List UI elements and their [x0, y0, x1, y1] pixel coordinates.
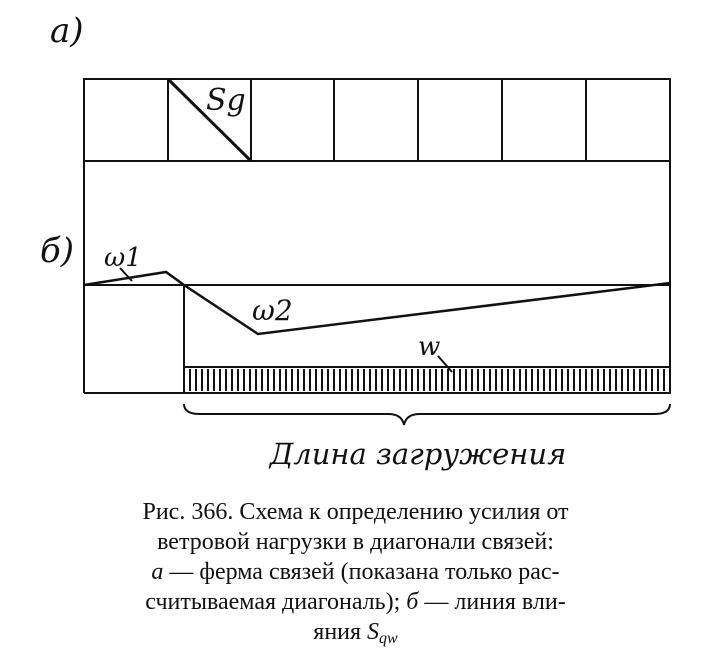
- caption-line-4-tail: — линия вли-: [418, 589, 566, 615]
- omega1-pointer: [119, 267, 133, 282]
- caption-subscript: qw: [379, 630, 398, 647]
- caption-line-5-text: яния: [313, 619, 368, 645]
- load-hatching: [189, 369, 665, 391]
- truss-diagonal: [166, 77, 253, 163]
- load-pointer: [437, 355, 453, 373]
- caption-line-3-text: — ферма связей (показана только рас-: [163, 559, 560, 585]
- panel-b-label: б): [40, 231, 74, 271]
- load-strip: [183, 366, 671, 394]
- truss-top-chord: [83, 78, 671, 162]
- caption-b-letter: б: [406, 589, 419, 615]
- caption-line-2: ветровой нагрузки в диагонали связей:: [157, 529, 554, 555]
- caption-line-4-text: считываемая диагональ);: [145, 589, 407, 615]
- caption-S-symbol: S: [367, 619, 380, 645]
- truss-panel: [83, 77, 671, 394]
- omega1-label: ω1: [104, 243, 142, 273]
- omega2-label: ω2: [252, 294, 293, 327]
- diagonal-label: Sg: [206, 83, 246, 118]
- caption-line-4: считываемая диагональ); б — линия вли-: [0, 587, 711, 617]
- length-label: Длина загружения: [268, 437, 567, 471]
- length-brace: [183, 403, 671, 426]
- caption-line-3: а — ферма связей (показана только рас-: [0, 557, 711, 587]
- wind-load: [183, 355, 671, 394]
- influence-line: [83, 270, 671, 336]
- figure-caption: Рис. 366. Схема к определению усилия от …: [0, 497, 711, 654]
- caption-line-1: Рис. 366. Схема к определению усилия от: [142, 499, 569, 525]
- load-label: w: [418, 332, 440, 362]
- panel-a-label: а): [50, 11, 84, 51]
- caption-line-5: яния Sqw: [0, 617, 711, 654]
- caption-a-letter: а: [151, 559, 164, 585]
